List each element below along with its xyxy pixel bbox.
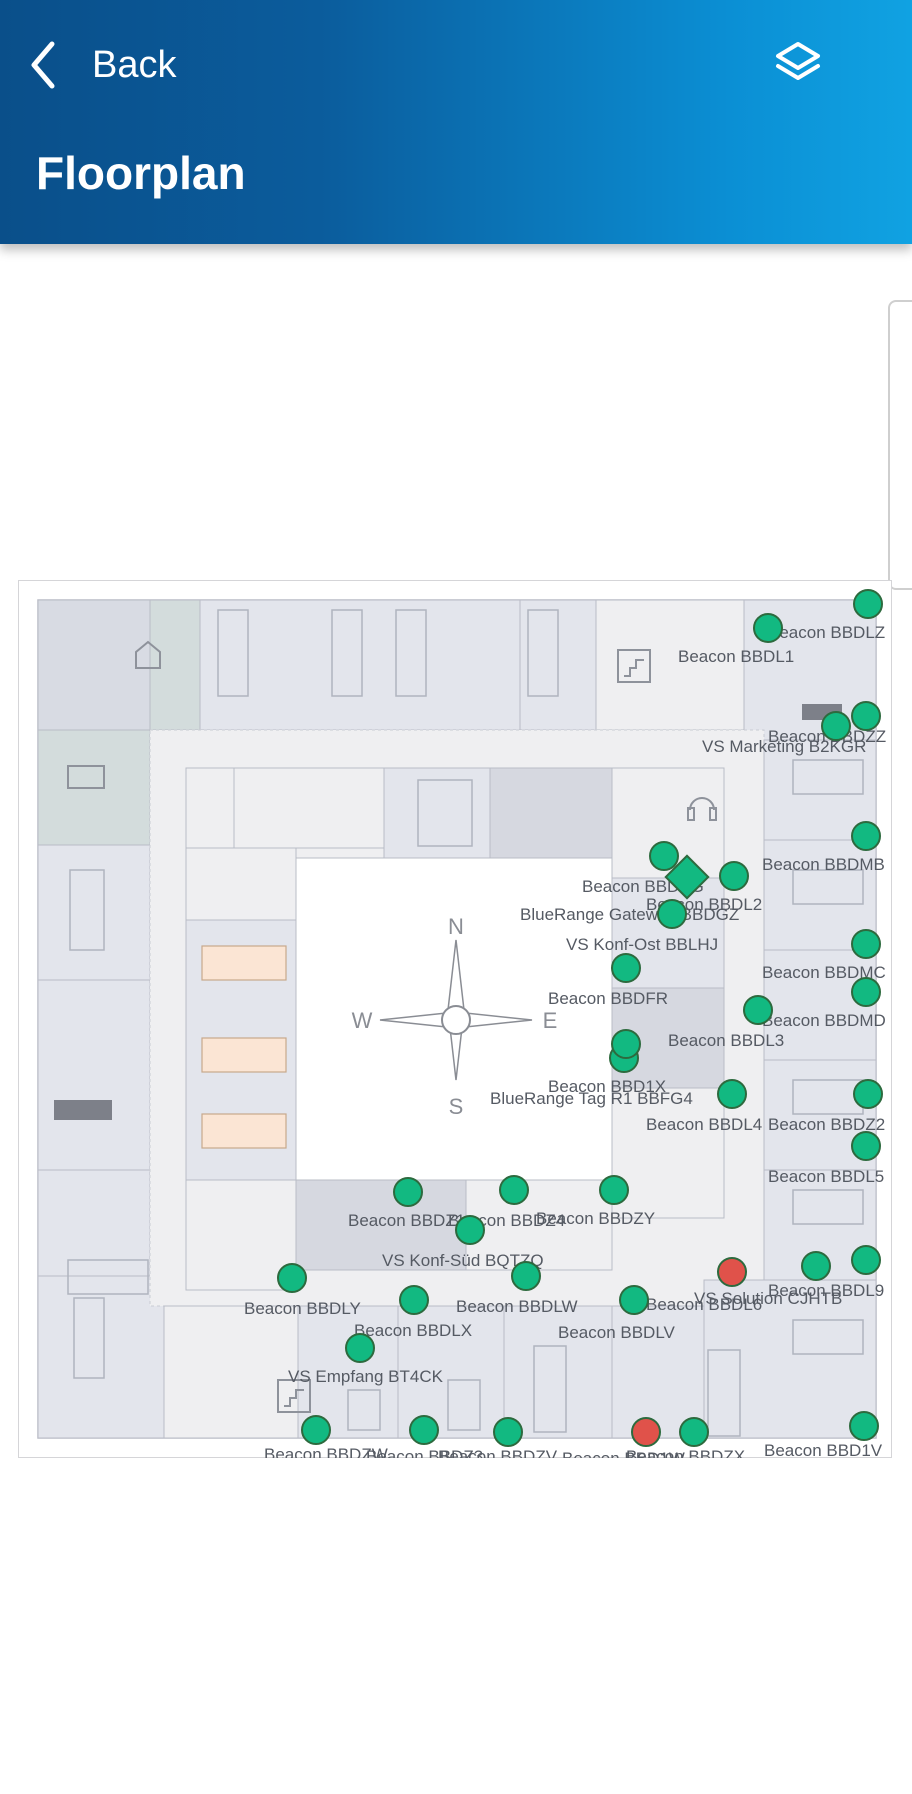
beacon-marker[interactable] bbox=[851, 701, 881, 731]
compass-w: W bbox=[352, 1008, 373, 1033]
floorplan-map[interactable]: N S E W Beacon BBDLZ Beacon BBDL1 Beacon… bbox=[18, 580, 894, 1458]
device-label: Beacon BBDLZ bbox=[768, 623, 885, 642]
beacon-marker[interactable] bbox=[619, 1285, 649, 1315]
beacon-marker[interactable] bbox=[493, 1417, 523, 1447]
beacon-marker[interactable] bbox=[743, 995, 773, 1025]
beacon-marker[interactable] bbox=[821, 711, 851, 741]
device-label: Beacon BBDZX bbox=[626, 1447, 745, 1458]
device-label: Beacon BBD1V bbox=[764, 1441, 883, 1458]
device-label: VS Marketing B2KGR bbox=[702, 737, 866, 756]
device-label: Beacon BBDZY bbox=[536, 1209, 655, 1228]
app-bar: Back Floorplan bbox=[0, 0, 912, 244]
device-label: Beacon BBDMD bbox=[762, 1011, 886, 1030]
beacon-marker[interactable] bbox=[399, 1285, 429, 1315]
beacon-marker[interactable] bbox=[599, 1175, 629, 1205]
back-button[interactable]: Back bbox=[28, 30, 176, 100]
floorplan-svg[interactable]: N S E W Beacon BBDLZ Beacon BBDL1 Beacon… bbox=[18, 580, 894, 1458]
device-label: Beacon BBDL3 bbox=[668, 1031, 784, 1050]
device-label: Beacon BBD1W bbox=[562, 1449, 685, 1458]
beacon-marker[interactable] bbox=[611, 1029, 641, 1059]
device-label: Beacon BBDL9 bbox=[768, 1281, 884, 1300]
beacon-marker[interactable] bbox=[719, 861, 749, 891]
alert-marker[interactable] bbox=[717, 1257, 747, 1287]
beacon-marker[interactable] bbox=[277, 1263, 307, 1293]
beacon-marker[interactable] bbox=[851, 977, 881, 1007]
device-label: BlueRange Tag R1 BBFG4 bbox=[490, 1089, 693, 1108]
device-label: Beacon BBDLX bbox=[354, 1321, 472, 1340]
layers-icon[interactable] bbox=[768, 38, 828, 92]
beacon-marker[interactable] bbox=[851, 821, 881, 851]
beacon-marker[interactable] bbox=[649, 841, 679, 871]
device-label: Beacon BBDLW bbox=[456, 1297, 578, 1316]
beacon-marker[interactable] bbox=[853, 1079, 883, 1109]
beacon-marker[interactable] bbox=[611, 953, 641, 983]
device-label: VS Konf-Ost BBLHJ bbox=[566, 935, 718, 954]
device-label: Beacon BBDLY bbox=[244, 1299, 361, 1318]
beacon-marker[interactable] bbox=[679, 1417, 709, 1447]
device-label: Beacon BBDFR bbox=[548, 989, 668, 1008]
device-label: Beacon BBDZW bbox=[264, 1445, 388, 1458]
back-label: Back bbox=[92, 43, 177, 86]
chevron-left-icon bbox=[31, 41, 55, 89]
beacon-marker[interactable] bbox=[393, 1177, 423, 1207]
device-label: Beacon BBDZV bbox=[438, 1447, 558, 1458]
beacon-marker[interactable] bbox=[849, 1411, 879, 1441]
device-label: VS Solution CJHTB bbox=[694, 1289, 842, 1308]
beacon-marker[interactable] bbox=[851, 1245, 881, 1275]
device-label: Beacon BBD1X bbox=[548, 1077, 666, 1096]
device-label: BlueRange Gateway BBDGZ bbox=[520, 905, 739, 924]
compass-e: E bbox=[543, 1008, 558, 1033]
device-label: Beacon BBDL6 bbox=[646, 1295, 762, 1314]
device-label: Beacon BBDZ2 bbox=[768, 1115, 885, 1134]
page-title: Floorplan bbox=[36, 147, 246, 199]
beacon-marker[interactable] bbox=[657, 899, 687, 929]
gateway-marker[interactable] bbox=[664, 854, 710, 900]
device-label: Beacon BBDZ3 bbox=[366, 1447, 483, 1458]
device-label: Beacon BBDMB bbox=[762, 855, 885, 874]
device-label: Beacon BBDL5 bbox=[768, 1167, 884, 1186]
device-label: Beacon BBDMC bbox=[762, 963, 886, 982]
beacon-marker[interactable] bbox=[455, 1215, 485, 1245]
beacon-marker[interactable] bbox=[851, 929, 881, 959]
device-label: Beacon BBDL1 bbox=[678, 647, 794, 666]
beacon-marker[interactable] bbox=[301, 1415, 331, 1445]
beacon-marker[interactable] bbox=[851, 1131, 881, 1161]
device-label: VS Konf-Süd BQTZQ bbox=[382, 1251, 544, 1270]
compass-s: S bbox=[449, 1094, 464, 1119]
device-label: Beacon BBDL4 bbox=[646, 1115, 762, 1134]
alert-marker[interactable] bbox=[631, 1417, 661, 1447]
beacon-marker[interactable] bbox=[853, 589, 883, 619]
compass-icon: N S E W bbox=[352, 914, 558, 1119]
device-label: VS Empfang BT4CK bbox=[288, 1367, 444, 1386]
beacon-marker[interactable] bbox=[345, 1333, 375, 1363]
beacon-marker[interactable] bbox=[801, 1251, 831, 1281]
device-label: Beacon BBDZ1 bbox=[348, 1211, 465, 1230]
compass-n: N bbox=[448, 914, 464, 939]
beacon-marker[interactable] bbox=[717, 1079, 747, 1109]
beacon-marker[interactable] bbox=[511, 1261, 541, 1291]
beacon-marker[interactable] bbox=[409, 1415, 439, 1445]
device-label: Beacon BBDLV bbox=[558, 1323, 676, 1342]
side-drawer-handle[interactable] bbox=[888, 300, 912, 590]
beacon-marker[interactable] bbox=[499, 1175, 529, 1205]
beacon-marker[interactable] bbox=[753, 613, 783, 643]
